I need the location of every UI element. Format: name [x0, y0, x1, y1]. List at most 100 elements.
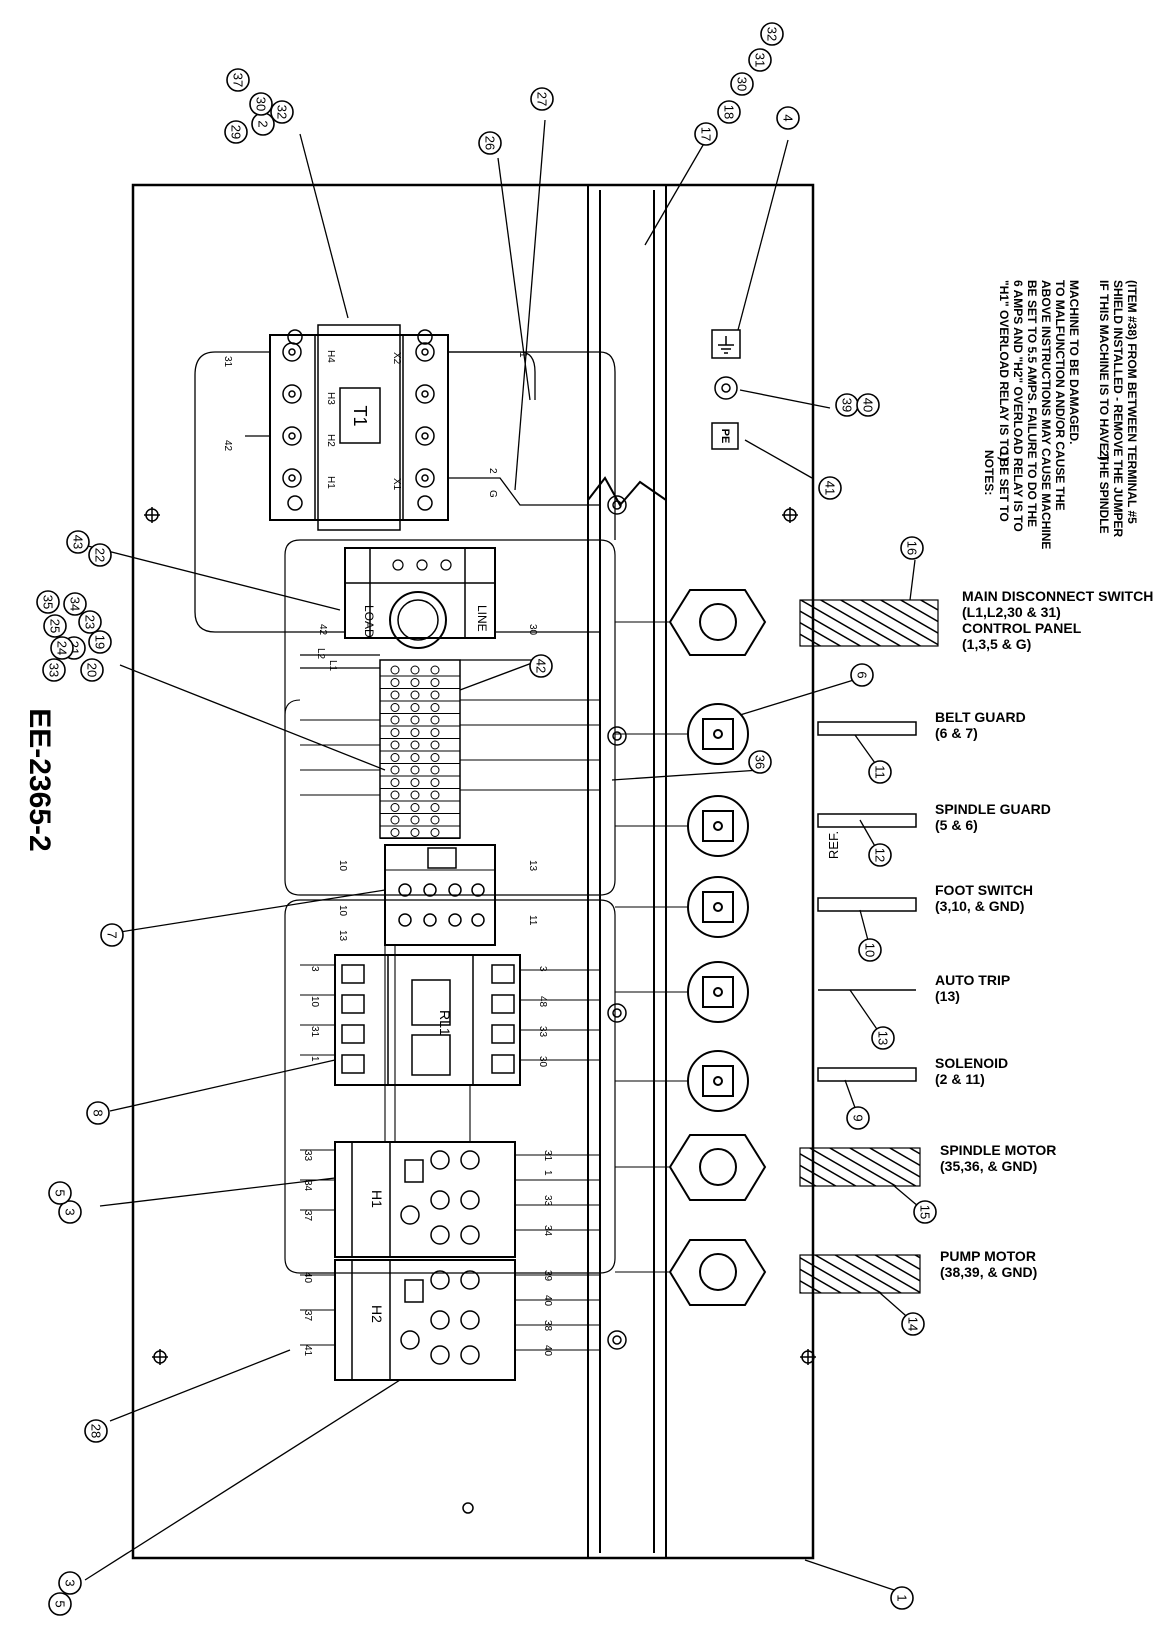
svg-text:1: 1 — [895, 1594, 910, 1601]
callout-30: 30 — [730, 72, 754, 96]
contactor-wire-labels: 10 10 13 13 11 — [337, 860, 538, 942]
callout-40: 40 — [856, 393, 880, 417]
svg-text:20: 20 — [85, 663, 100, 677]
component-outline — [284, 539, 616, 896]
callout-20: 20 — [80, 658, 104, 682]
svg-text:H2: H2 — [369, 1305, 385, 1323]
svg-text:37: 37 — [302, 1210, 313, 1222]
transformer-wire-labels: 31 42 1 2 G — [222, 352, 528, 498]
svg-text:16: 16 — [905, 541, 920, 555]
callout-32: 32 — [270, 100, 294, 124]
svg-text:3: 3 — [537, 966, 548, 972]
svg-text:10: 10 — [337, 860, 348, 872]
svg-text:26: 26 — [483, 136, 498, 150]
svg-text:H1: H1 — [369, 1190, 385, 1208]
h2-wire-labels: 40 37 41 39 40 38 40 — [302, 1270, 553, 1357]
callout-32: 32 — [760, 22, 784, 46]
svg-text:14: 14 — [906, 1317, 921, 1331]
svg-text:5: 5 — [53, 1600, 68, 1607]
svg-text:L2: L2 — [315, 648, 326, 660]
overload-h2: H2 — [334, 1259, 516, 1381]
svg-text:2: 2 — [487, 468, 498, 474]
svg-text:PUMP MOTOR: PUMP MOTOR — [940, 1248, 1036, 1264]
svg-text:MAIN DISCONNECT SWITCH: MAIN DISCONNECT SWITCH — [962, 588, 1153, 604]
pe-label-box: PE — [711, 422, 739, 450]
svg-text:31: 31 — [542, 1150, 553, 1162]
svg-text:H1: H1 — [325, 476, 336, 489]
svg-text:32: 32 — [765, 27, 780, 41]
svg-text:39: 39 — [840, 398, 855, 412]
svg-text:3: 3 — [309, 966, 320, 972]
svg-text:10: 10 — [863, 943, 878, 957]
svg-text:(5 & 6): (5 & 6) — [935, 817, 978, 833]
svg-text:33: 33 — [542, 1195, 553, 1207]
cords — [817, 721, 917, 1082]
svg-text:SPINDLE GUARD: SPINDLE GUARD — [935, 801, 1051, 817]
callout-23: 23 — [78, 610, 102, 634]
svg-text:3: 3 — [63, 1208, 78, 1215]
svg-text:(3,10, & GND): (3,10, & GND) — [935, 898, 1024, 914]
svg-text:1: 1 — [542, 1170, 553, 1176]
svg-text:42: 42 — [222, 440, 233, 452]
svg-text:CONTROL PANEL: CONTROL PANEL — [962, 620, 1082, 636]
svg-text:40: 40 — [302, 1272, 313, 1284]
svg-text:32: 32 — [275, 105, 290, 119]
callout-24: 24 — [50, 636, 74, 660]
svg-text:4: 4 — [781, 114, 796, 121]
svg-text:(38,39, & GND): (38,39, & GND) — [940, 1264, 1037, 1280]
svg-text:(L1,L2,30 & 31): (L1,L2,30 & 31) — [962, 604, 1061, 620]
svg-text:X2: X2 — [391, 352, 402, 365]
callout-33: 33 — [42, 658, 66, 682]
svg-text:(1,3,5 & G): (1,3,5 & G) — [962, 636, 1031, 652]
svg-text:40: 40 — [542, 1295, 553, 1307]
svg-text:IF THIS MACHINE IS TO HAVE THE: IF THIS MACHINE IS TO HAVE THE SPINDLE — [1097, 280, 1111, 534]
svg-text:SOLENOID: SOLENOID — [935, 1055, 1008, 1071]
svg-text:X1: X1 — [391, 478, 402, 491]
svg-text:2: 2 — [256, 120, 271, 127]
svg-text:PE: PE — [719, 429, 731, 444]
callout-5: 5 — [48, 1592, 72, 1616]
callout-29: 29 — [224, 120, 248, 144]
svg-text:BELT GUARD: BELT GUARD — [935, 709, 1026, 725]
svg-text:8: 8 — [91, 1109, 106, 1116]
svg-text:SHIELD INSTALLED - REMOVE THE: SHIELD INSTALLED - REMOVE THE JUMPER — [1111, 280, 1125, 537]
callout-15: 15 — [913, 1200, 937, 1224]
callout-22: 22 — [88, 543, 112, 567]
svg-text:10: 10 — [309, 996, 320, 1008]
ref-label: REF. — [826, 831, 841, 859]
svg-text:22: 22 — [93, 548, 108, 562]
ground-stud — [714, 376, 738, 400]
disconnect-wires — [300, 631, 600, 669]
svg-text:FOOT SWITCH: FOOT SWITCH — [935, 882, 1033, 898]
svg-text:30: 30 — [735, 77, 750, 91]
svg-text:34: 34 — [68, 597, 83, 611]
conduits — [799, 599, 939, 1294]
svg-text:40: 40 — [861, 398, 876, 412]
svg-text:AUTO TRIP: AUTO TRIP — [935, 972, 1010, 988]
overload-h1: H1 — [334, 1141, 516, 1258]
svg-text:33: 33 — [537, 1026, 548, 1038]
svg-text:ABOVE INSTRUCTIONS MAY CAUSE M: ABOVE INSTRUCTIONS MAY CAUSE MACHINE — [1039, 280, 1053, 549]
svg-text:48: 48 — [537, 996, 548, 1008]
main-disconnect-switch: LOAD LINE — [344, 547, 496, 649]
callout-8: 8 — [86, 1101, 110, 1125]
svg-text:37: 37 — [302, 1310, 313, 1322]
svg-text:LINE: LINE — [475, 605, 489, 632]
callout-30: 30 — [249, 92, 273, 116]
svg-text:33: 33 — [302, 1150, 313, 1162]
svg-text:42: 42 — [317, 624, 328, 636]
callout-6: 6 — [850, 663, 874, 687]
svg-text:34: 34 — [542, 1225, 553, 1237]
svg-text:1: 1 — [309, 1056, 320, 1062]
drawing-number: EE-2365-2 — [23, 708, 56, 851]
callout-16: 16 — [900, 536, 924, 560]
svg-text:RL1: RL1 — [437, 1010, 453, 1036]
svg-text:19: 19 — [93, 635, 108, 649]
svg-text:BE SET TO 5.5 AMPS. FAILURE TO: BE SET TO 5.5 AMPS. FAILURE TO DO THE — [1025, 280, 1039, 527]
svg-text:G: G — [487, 490, 498, 498]
svg-text:1: 1 — [517, 352, 528, 358]
svg-text:(6 & 7): (6 & 7) — [935, 725, 978, 741]
callout-34: 34 — [63, 592, 87, 616]
svg-text:25: 25 — [48, 619, 63, 633]
